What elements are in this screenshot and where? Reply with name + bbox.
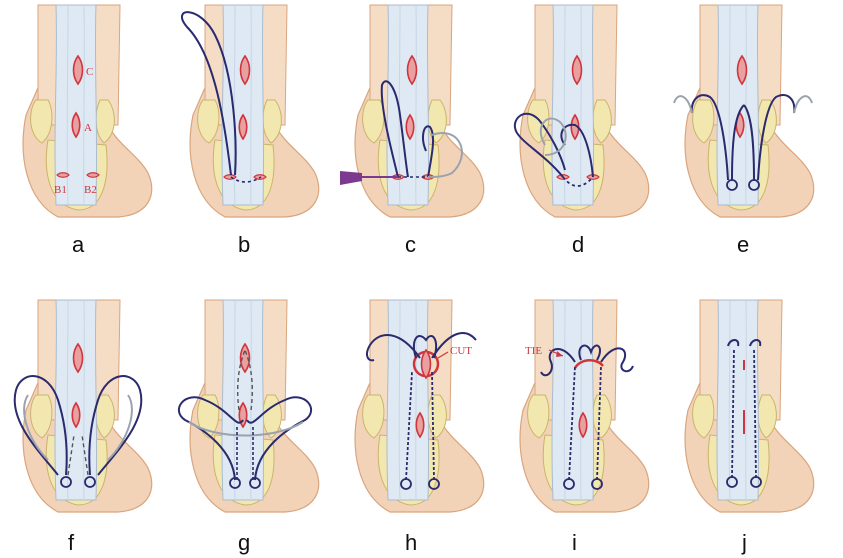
panel-c	[340, 5, 484, 217]
panel-b	[182, 5, 319, 217]
panel-i: TIE	[520, 300, 649, 512]
panel-label-j: j	[741, 530, 747, 555]
panel-f	[15, 300, 152, 512]
panel-d	[515, 5, 649, 217]
panel-label-c: c	[405, 232, 416, 257]
incision-label-b2: B2	[84, 184, 97, 196]
panel-j	[685, 300, 814, 512]
panel-label-f: f	[68, 530, 75, 555]
panel-label-h: h	[405, 530, 417, 555]
panel-h: CUT	[355, 300, 484, 512]
panel-label-i: i	[572, 530, 577, 555]
cut-label: CUT	[450, 345, 472, 357]
panel-e	[674, 5, 814, 217]
incision-label-c: C	[86, 66, 93, 78]
panel-label-g: g	[238, 530, 250, 555]
panel-label-b: b	[238, 232, 250, 257]
tie-label: TIE	[525, 345, 542, 357]
incision-label-b1: B1	[54, 184, 67, 196]
panel-label-e: e	[737, 232, 749, 257]
panel-a: C A B1 B2	[23, 5, 152, 217]
panel-label-a: a	[72, 232, 85, 257]
incision-label-a: A	[84, 122, 92, 134]
panel-g	[179, 300, 319, 512]
panel-label-d: d	[572, 232, 584, 257]
